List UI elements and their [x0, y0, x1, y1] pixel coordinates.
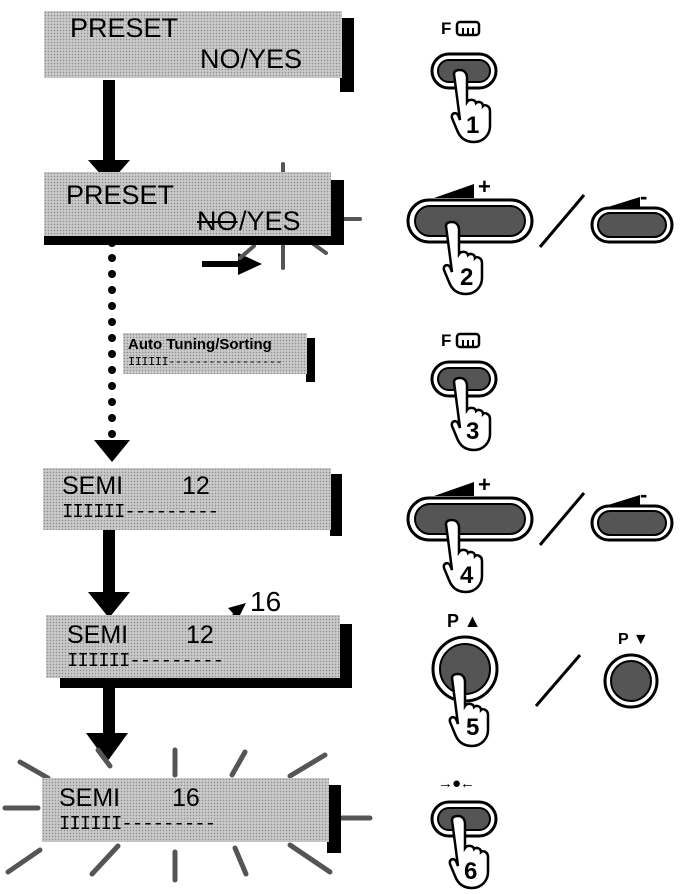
button-label: +: [478, 176, 491, 198]
lcd-shadow-6: [327, 785, 341, 853]
pill-button-icon[interactable]: [590, 504, 674, 542]
step-number: 6: [464, 860, 477, 884]
button-label-alt: -: [640, 484, 647, 506]
step-number: 2: [460, 266, 473, 290]
flow-arrow-2: [88, 515, 130, 618]
lcd-value: 12: [182, 474, 210, 499]
lcd-shadow-1: [340, 18, 354, 92]
flow-arrow-1: [88, 80, 130, 184]
separator-slash-2: [540, 493, 584, 545]
keyboard-icon: [455, 332, 483, 350]
lcd-line1: Auto Tuning/Sorting: [128, 337, 272, 352]
lcd-line1: SEMI: [59, 786, 120, 811]
button-label: P ▲: [447, 612, 482, 630]
lcd-line1: SEMI: [62, 474, 123, 499]
round-button-icon[interactable]: [602, 652, 660, 710]
pill-button-icon[interactable]: [590, 206, 674, 244]
separator-slash-1: [540, 195, 584, 247]
lcd-line1: PRESET: [66, 182, 174, 209]
step-number: 4: [460, 564, 473, 588]
lcd-line1: PRESET: [70, 15, 178, 42]
lcd-shadow-3: [306, 338, 315, 382]
progress-bar: IIIIII---------: [62, 503, 218, 522]
new-value-label: 16: [250, 588, 281, 616]
lcd-line1: SEMI: [67, 623, 128, 648]
lcd-line2: NO/YES: [200, 46, 302, 73]
button-label: F: [441, 20, 451, 37]
step-number: 3: [466, 420, 479, 444]
lcd-shadow-5: [338, 624, 352, 688]
lcd-value: 16: [172, 786, 200, 811]
lcd-shadow-5b: [60, 678, 340, 688]
button-label-alt: -: [640, 186, 647, 208]
separator-slash-3: [536, 655, 580, 706]
lcd-shadow-2: [330, 180, 344, 245]
progress-bar: IIIIII---------: [67, 652, 223, 671]
step-number: 5: [466, 716, 479, 740]
keyboard-icon: [455, 20, 483, 38]
lcd-no-option: NO: [197, 208, 238, 235]
lcd-shadow-4: [330, 474, 342, 536]
button-label: F: [441, 332, 451, 349]
lcd-yes-option: /YES: [239, 208, 301, 235]
step-number: 1: [466, 114, 479, 138]
progress-bar: IIIIII-----------------: [128, 356, 282, 368]
progress-bar: IIIIII---------: [59, 815, 215, 834]
button-label-alt: P ▼: [618, 632, 649, 648]
button-label: →●←: [438, 776, 474, 791]
button-label: +: [478, 474, 491, 496]
right-arrow-icon: [202, 253, 262, 275]
lcd-value: 12: [186, 623, 214, 648]
lcd-shadow-2b: [44, 236, 330, 245]
